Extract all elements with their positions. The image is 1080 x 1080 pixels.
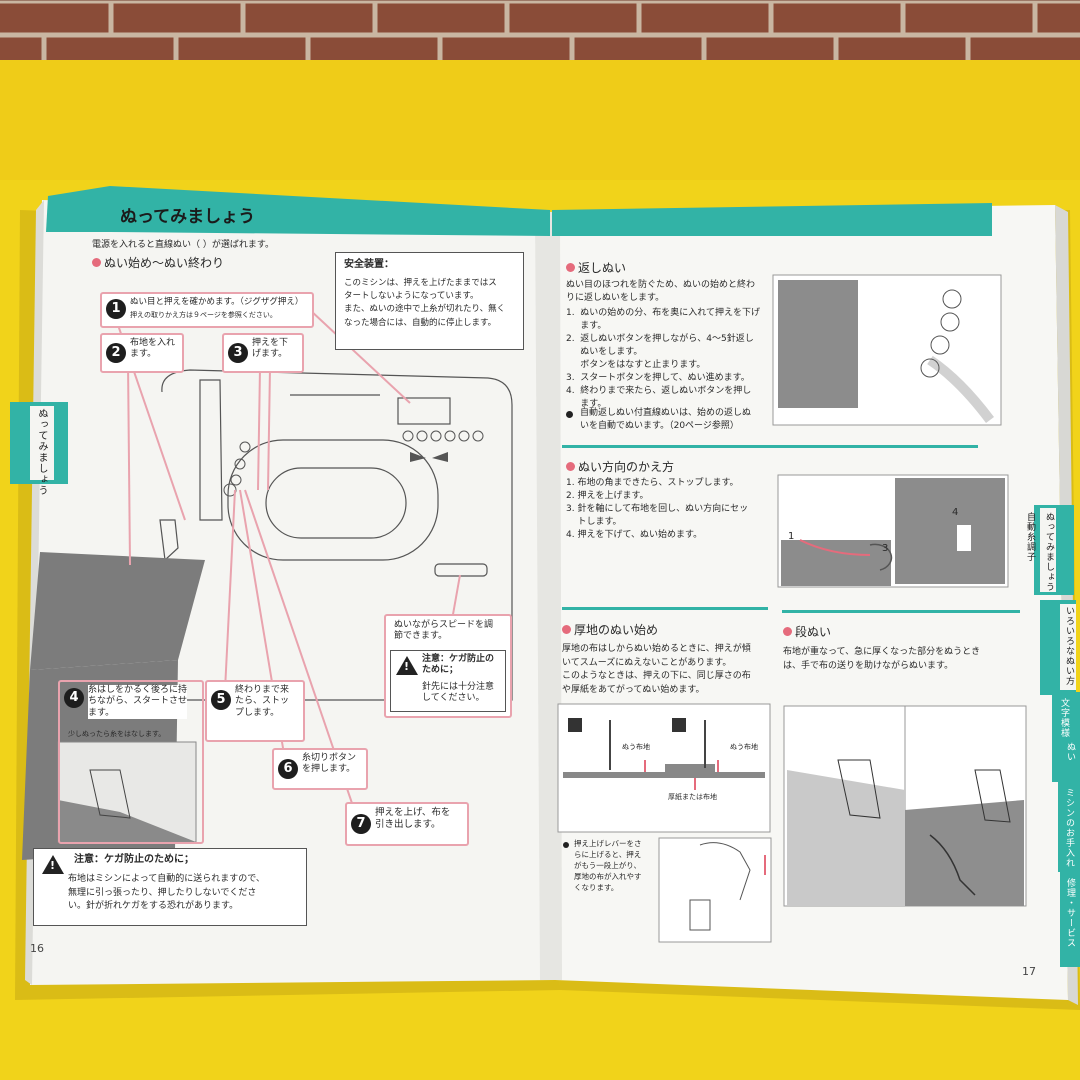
step-number-1: 1 [106,299,126,319]
safety-title: 安全装置： [344,259,394,270]
speed-text: ぬいながらスピードを調 節できます。 [394,620,494,642]
step3-text: 押えを下 げます。 [252,338,289,360]
warning-icon [396,656,418,675]
label-fabric-1: ぬう布地 [622,743,650,751]
small-caution-text: 針先には十分注意 してください。 [422,682,495,704]
bullet-icon [563,842,569,848]
bullet-icon [566,411,573,418]
label-cardboard: 厚紙または布地 [668,793,717,801]
label-fabric-2: ぬう布地 [730,743,758,751]
step-sewing-text: 布地が重なって、急に厚くなった部分をぬうとき は、手で布の送りを助けながらぬいま… [783,647,981,671]
step1-subtext: 押えの取りかえ方は９ページを参照ください。 [130,311,277,319]
diagram-label-4: 4 [952,507,959,518]
step1-callout: 1 ぬい目と押えを確かめます。（ジグザグ押え） 押えの取りかえ方は９ページを参照… [100,292,314,328]
step-sewing-title: 段ぬい [783,625,831,640]
step6-callout: 6 糸切りボタン を押します。 [272,748,368,790]
right-tab-repair: 修理・サービス [1065,878,1075,948]
reverse-note: 自動返しぬい付直線ぬいは、始めの返しぬ いを自動でぬいます。（20ページ参照） [580,408,752,432]
step5-text: 終わりまで来 たら、ストッ プします。 [235,685,290,718]
caution-text: 布地はミシンによって自動的に送られますので、 無理に引っ張ったり、押したりしない… [68,874,265,911]
step2-callout: 2 布地を入れ ます。 [100,333,184,373]
step-number-5: 5 [211,690,231,710]
step-number-7: 7 [351,814,371,834]
warning-icon [42,855,64,874]
right-tab-care: ミシンのお手入れ [1064,788,1074,868]
lever-note: 押え上げレバーをさ らに上げると、押え がもう一段上がり、 厚地の布が入れやす … [574,839,642,892]
step-number-2: 2 [106,343,126,363]
step3-callout: 3 押えを下 げます。 [222,333,304,373]
reverse-title: 返しぬい [566,261,626,276]
step2-text: 布地を入れ ます。 [130,338,176,360]
right-tab-auto-tension: 自動糸調子 [1025,512,1035,562]
right-tab-sewing: ぬってみましょう [1044,512,1054,592]
step4-subtext: 少しぬったら糸をはなします。 [68,730,166,738]
thick-title: 厚地のぬい始め [562,623,658,638]
reverse-steps: 1. ぬいの始めの分、布を奥に入れて押えを下げ ます。 2. 返しぬいボタンを押… [566,308,761,410]
right-page-number: 17 [1022,965,1036,978]
section-heading: ぬい始め〜ぬい終わり [92,256,224,271]
right-tab-various: いろいろなぬい方 [1064,606,1074,686]
step-number-6: 6 [278,759,298,779]
safety-text: このミシンは、押えを上げたままではス タートしないようになっています。 また、ぬ… [344,278,506,328]
step-number-4: 4 [64,688,84,708]
caution-box: 注意：ケガ防止のために； 布地はミシンによって自動的に送られますので、 無理に引… [33,848,307,926]
intro-text: 電源を入れると直線ぬい（ ）が選ばれます。 [92,240,274,250]
left-page-number: 16 [30,942,44,955]
direction-title: ぬい方向のかえ方 [566,460,674,475]
step4-callout: 4 糸はしをかるく後ろに持 ちながら、スタートさせ ます。 少しぬったら糸をはな… [58,680,204,844]
step4-text: 糸はしをかるく後ろに持 ちながら、スタートさせ ます。 [88,685,188,719]
step7-callout: 7 押えを上げ、布を 引き出します。 [345,802,469,846]
step6-text: 糸切りボタン を押します。 [302,753,357,775]
left-side-tab: ぬってみましょう [36,408,47,496]
right-tab-letters: 文字模様 [1059,698,1069,738]
step5-callout: 5 終わりまで来 たら、ストッ プします。 [205,680,305,742]
step1-text: ぬい目と押えを確かめます。（ジグザグ押え） [130,297,304,307]
diagram-label-3: 3 [882,543,889,554]
small-caution-title: 注意：ケガ防止の ために； [422,654,495,676]
right-tab-sew: ぬい [1065,742,1075,762]
thick-text: 厚地の布はしからぬい始めるときに、押えが傾 いてスムーズにぬえないことがあります… [562,644,751,695]
diagram-label-1: 1 [788,531,795,542]
step7-text: 押えを上げ、布を 引き出します。 [375,807,451,830]
direction-steps: 1. 布地の角まできたら、ストップします。 2. 押えを上げます。 3. 針を軸… [566,478,749,541]
caution-title: 注意：ケガ防止のために； [74,854,194,865]
speed-callout: ぬいながらスピードを調 節できます。 注意：ケガ防止の ために； 針先には十分注… [384,614,512,718]
page-title: ぬってみましょう [120,207,256,227]
step-number-3: 3 [228,343,248,363]
safety-box: 安全装置： このミシンは、押えを上げたままではス タートしないようになっています… [335,252,524,350]
reverse-intro: ぬい目のほつれを防ぐため、ぬいの始めと終わ りに返しぬいをします。 [566,280,756,304]
